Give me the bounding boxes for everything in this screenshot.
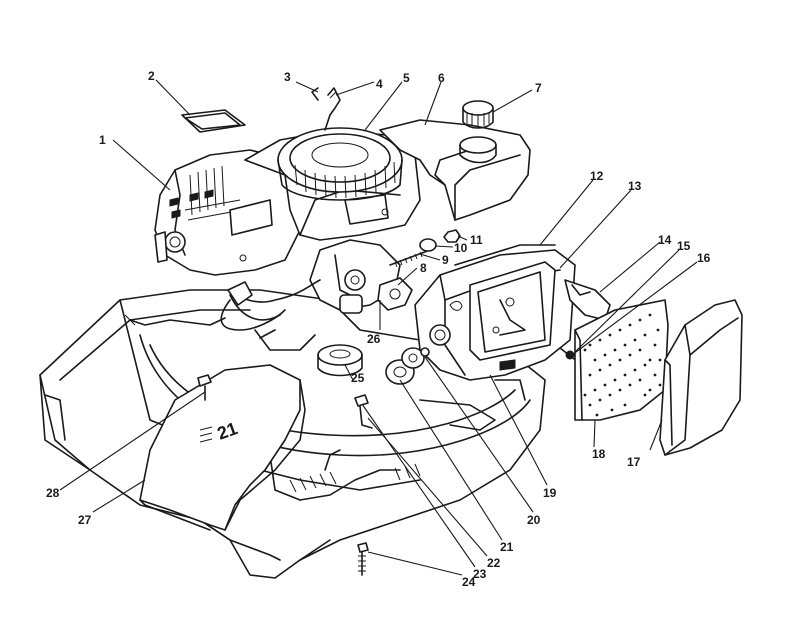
callout-23: 23	[473, 567, 487, 581]
callout-4: 4	[376, 77, 383, 91]
callout-28: 28	[46, 486, 60, 500]
callout-numbers: 1 2 3 4 5 6 7 8 9 10 11 12 13 14 15 16 1…	[46, 69, 711, 589]
callout-22: 22	[487, 556, 501, 570]
callout-9: 9	[442, 253, 449, 267]
callout-3: 3	[284, 70, 291, 84]
callout-19: 19	[543, 486, 557, 500]
fuel-tank	[379, 119, 531, 221]
callout-10: 10	[454, 241, 468, 255]
callout-8: 8	[420, 261, 427, 275]
callout-26: 26	[367, 332, 381, 346]
callout-2: 2	[148, 69, 155, 83]
air-cleaner-body	[414, 249, 576, 381]
callout-16: 16	[697, 251, 711, 265]
deck-wiring	[124, 314, 226, 326]
callout-14: 14	[658, 233, 672, 247]
callout-7: 7	[535, 81, 542, 95]
callout-12: 12	[590, 169, 604, 183]
callout-1: 1	[99, 133, 106, 147]
fastener-bolts	[197, 374, 373, 576]
callout-15: 15	[677, 239, 691, 253]
callout-27: 27	[78, 513, 92, 527]
blade-adapter-parts	[317, 344, 430, 385]
recoil-starter	[277, 127, 403, 201]
callout-25: 25	[351, 371, 365, 385]
spark-plug-boot	[220, 281, 286, 331]
discharge-deflector: 21	[139, 364, 306, 531]
callout-24: 24	[462, 575, 476, 589]
carburetor	[229, 229, 461, 321]
callout-21: 21	[500, 540, 514, 554]
air-cleaner-gasket	[454, 244, 556, 266]
callout-17: 17	[627, 455, 641, 469]
decal-plate	[181, 109, 246, 133]
callout-5: 5	[403, 71, 410, 85]
fuel-cap	[462, 100, 494, 129]
callout-13: 13	[628, 179, 642, 193]
mower-deck	[39, 289, 546, 579]
callout-18: 18	[592, 447, 606, 461]
air-filter-cover	[659, 299, 743, 456]
callout-20: 20	[527, 513, 541, 527]
callout-11: 11	[470, 233, 483, 247]
callout-6: 6	[438, 71, 445, 85]
throttle-cable	[311, 87, 341, 131]
callout-leaders	[59, 79, 698, 576]
